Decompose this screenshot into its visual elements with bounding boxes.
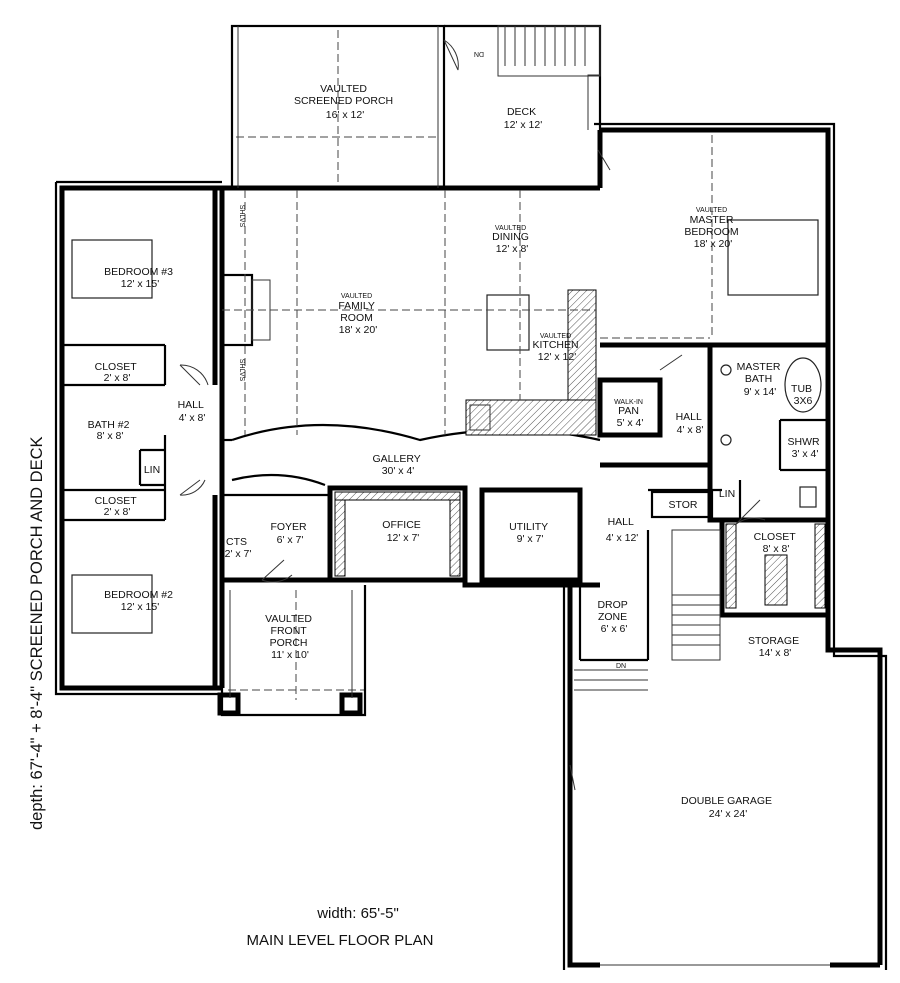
- label-master-bath: MASTER BATH 9' x 14': [737, 361, 784, 398]
- label-hall-right: HALL 4' x 12': [606, 516, 639, 544]
- label-stor: STOR: [669, 499, 698, 511]
- front-porch: [217, 580, 367, 717]
- label-hall-left: HALL 4' x 8': [178, 399, 207, 424]
- label-bath-2: BATH #2 8' x 8': [88, 419, 133, 442]
- label-master-bedroom: VAULTED MASTER BEDROOM 18' x 20': [684, 203, 741, 250]
- beds: [71, 219, 819, 634]
- label-kitchen: VAULTED KITCHEN 12' x 12': [532, 329, 581, 363]
- label-closet-master: CLOSET 8' x 8': [754, 531, 799, 555]
- label-tub: TUB 3X6: [791, 383, 815, 407]
- label-lin-right: LIN: [719, 488, 735, 500]
- label-hall-mid: HALL 4' x 8': [676, 411, 705, 436]
- label-closet-top: CLOSET 2' x 8': [95, 361, 140, 384]
- stair-dn-top: DN: [474, 50, 484, 57]
- label-front-porch: VAULTED FRONT PORCH 11' x 10': [265, 613, 315, 661]
- label-cts: CTS 2' x 7': [225, 536, 252, 560]
- label-bedroom-3: BEDROOM #3 12' x 15': [104, 266, 176, 290]
- interior-walls: DN: [62, 188, 831, 691]
- deck-stair: [504, 26, 586, 66]
- label-screened-porch: VAULTED SCREENED PORCH 16' x 12': [294, 83, 396, 121]
- label-closet-bottom: CLOSET 2' x 8': [95, 495, 140, 518]
- label-family-room: VAULTED FAMILY ROOM 18' x 20': [338, 289, 377, 336]
- label-office: OFFICE 12' x 7': [382, 519, 423, 544]
- room-labels: VAULTED SCREENED PORCH 16' x 12' DECK 12…: [88, 83, 822, 820]
- door-swings: [179, 354, 766, 791]
- label-utility: UTILITY 9' x 7': [509, 521, 551, 545]
- label-bedroom-2: BEDROOM #2 12' x 15': [104, 589, 176, 613]
- label-gallery: GALLERY 30' x 4': [373, 453, 424, 477]
- label-storage: STORAGE 14' x 8': [748, 635, 802, 659]
- plan-title: MAIN LEVEL FLOOR PLAN: [246, 932, 433, 949]
- garage-stair: [574, 529, 721, 691]
- screened-porch-deck: DN: [230, 24, 611, 190]
- label-shlvs-bottom: SHLVS: [238, 359, 245, 382]
- vault-lines: [222, 135, 713, 700]
- label-pantry: WALK-IN PAN 5' x 4': [614, 395, 646, 429]
- label-shower: SHWR 3' x 4': [787, 436, 822, 460]
- label-shlvs-top: SHLVS: [238, 205, 245, 228]
- label-garage: DOUBLE GARAGE 24' x 24': [681, 795, 775, 820]
- label-foyer: FOYER 6' x 7': [270, 521, 309, 546]
- label-dining: VAULTED DINING 12' x 8': [492, 221, 532, 255]
- label-drop-zone: DROP ZONE 6' x 6': [597, 599, 630, 635]
- label-deck: DECK 12' x 12': [504, 106, 542, 131]
- depth-note: depth: 67'-4" + 8'-4" SCREENED PORCH AND…: [28, 436, 46, 830]
- label-lin-left: LIN: [144, 464, 160, 476]
- width-note: width: 65'-5": [316, 905, 399, 922]
- stair-dn-bottom: DN: [616, 663, 626, 670]
